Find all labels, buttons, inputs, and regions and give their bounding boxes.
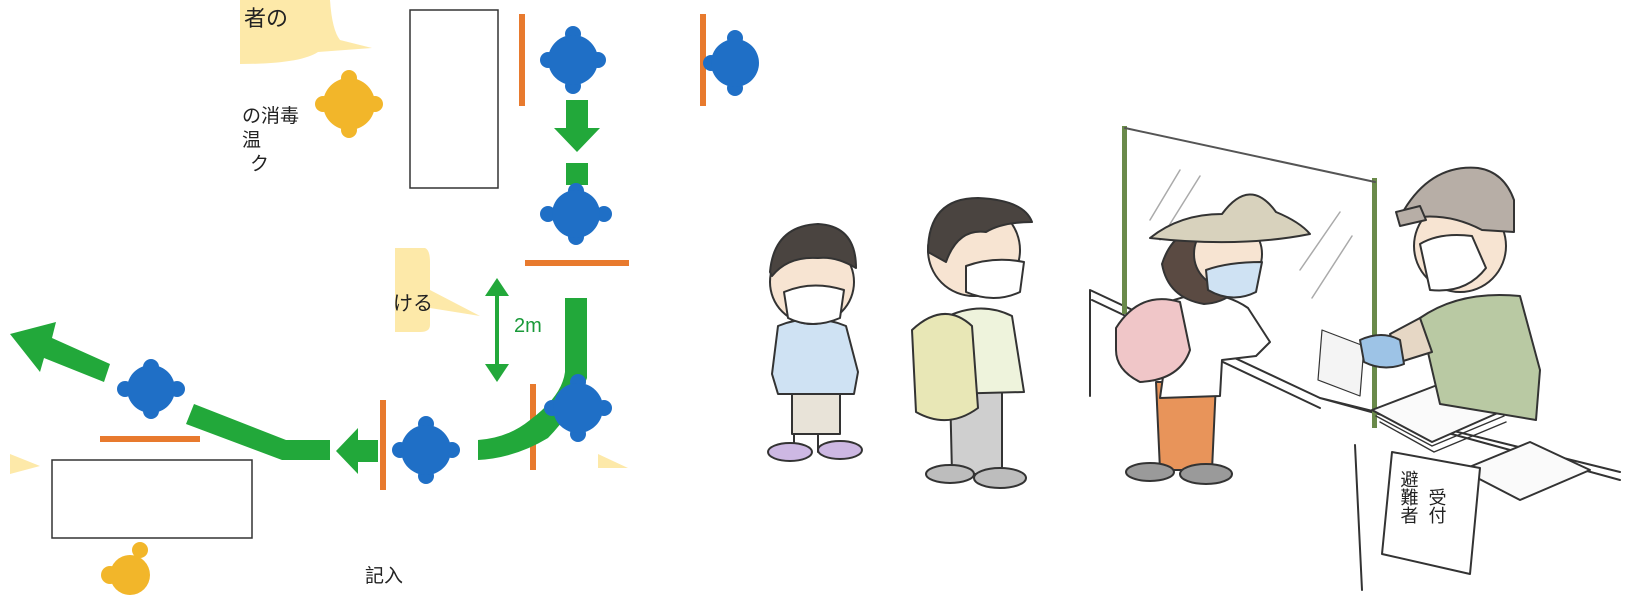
evacuee-person-6 [117,359,185,419]
sign-text: 避難者 受付 [1398,470,1447,525]
crop-mask-gap [630,270,760,600]
instruction-bottom: 記入 [365,565,403,587]
arrow-down-1-head [554,128,600,152]
evacuee-person-5 [392,416,460,484]
callout-right-edge [598,454,628,468]
arrow-down-2-block [566,163,588,185]
entry-form-table [51,459,253,539]
evacuee-person-1 [540,26,606,94]
staff-person-1 [315,70,383,138]
reception-table [409,9,499,189]
acrylic-partition [1122,126,1377,428]
sign-text-line2: 受付 [1426,488,1447,525]
instruction-line2: 温 [242,129,261,151]
evacuee-person-4 [544,374,612,442]
distance-label: 2m [514,315,542,337]
counter-leg [1354,444,1363,591]
flow-diagram: 者の ける の消毒 温 ク 記入 [0,0,800,600]
arrow-left-1-head [336,428,358,474]
callout-top-text: 者の [244,7,288,32]
paper-stack-lines [1375,415,1507,453]
boy-figure [911,197,1033,489]
partition-2 [700,14,706,106]
crop-mask-left [0,0,238,318]
partition-5 [380,400,386,490]
instruction-line3: ク [250,153,269,175]
evacuee-person-3 [540,183,612,245]
arrow-exit [10,322,110,382]
instruction-sanitize: の消毒 [242,105,299,127]
partition-1 [519,14,525,106]
staff-person-2 [101,540,164,600]
reception-illustration [767,126,1621,591]
arrow-down-1-shaft [566,100,588,130]
callout-top [240,0,372,64]
evacuee-reception-sign [1381,451,1481,575]
child-figure [767,223,863,462]
callout-left-edge [10,454,40,474]
woman-figure [1115,193,1311,485]
callout-mid-text: ける [393,291,433,315]
partition-6 [100,436,200,442]
callout-mid [395,248,480,332]
form-sheet [1461,441,1591,501]
sign-text-line1: 避難者 [1398,470,1419,524]
arrow-left-1-shaft [356,440,378,462]
evacuee-person-2 [703,30,759,96]
desk-document [1317,329,1365,397]
staff-figure [1359,166,1541,421]
arrow-left-2 [186,404,330,460]
distance-marker [485,278,509,382]
crop-mask-top-right [760,0,800,120]
partition-3 [525,260,629,266]
